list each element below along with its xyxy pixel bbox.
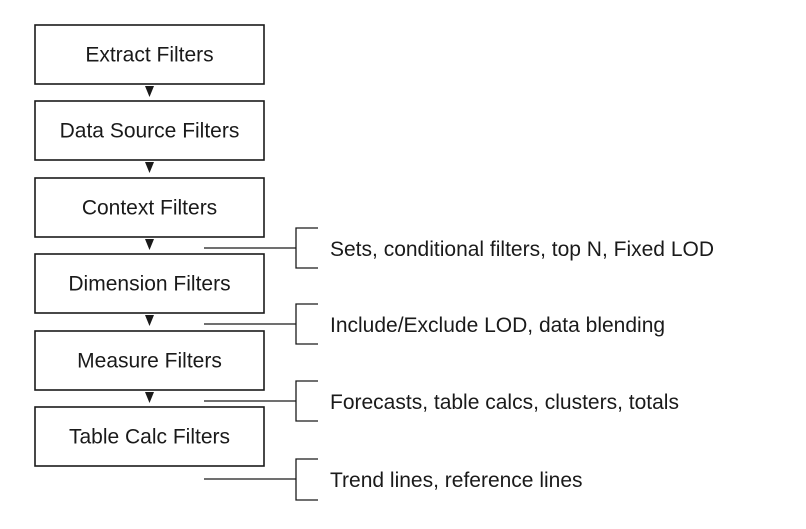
box-extract-filters: Extract Filters	[34, 24, 265, 85]
note-label: Include/Exclude LOD, data blending	[330, 314, 665, 337]
note-label: Forecasts, table calcs, clusters, totals	[330, 391, 679, 414]
box-label: Data Source Filters	[60, 120, 240, 143]
box-dimension-filters: Dimension Filters	[34, 253, 265, 314]
box-label: Extract Filters	[85, 44, 213, 67]
box-measure-filters: Measure Filters	[34, 330, 265, 391]
box-table-calc-filters: Table Calc Filters	[34, 406, 265, 467]
note-bracket: Sets, conditional filters, top N, Fixed …	[204, 227, 714, 269]
box-label: Measure Filters	[77, 350, 222, 373]
note-bracket: Include/Exclude LOD, data blending	[204, 303, 665, 345]
note-label: Trend lines, reference lines	[330, 469, 583, 492]
note-bracket: Trend lines, reference lines	[204, 458, 583, 501]
box-label: Context Filters	[82, 197, 217, 220]
arrow-down-icon	[145, 315, 154, 326]
arrow-down-icon	[145, 86, 154, 97]
box-data-source-filters: Data Source Filters	[34, 100, 265, 161]
box-label: Table Calc Filters	[69, 426, 230, 449]
arrow-down-icon	[145, 239, 154, 250]
box-label: Dimension Filters	[68, 273, 230, 296]
box-context-filters: Context Filters	[34, 177, 265, 238]
note-label: Sets, conditional filters, top N, Fixed …	[330, 238, 714, 261]
note-bracket: Forecasts, table calcs, clusters, totals	[204, 380, 679, 422]
arrow-down-icon	[145, 392, 154, 403]
arrow-down-icon	[145, 162, 154, 173]
